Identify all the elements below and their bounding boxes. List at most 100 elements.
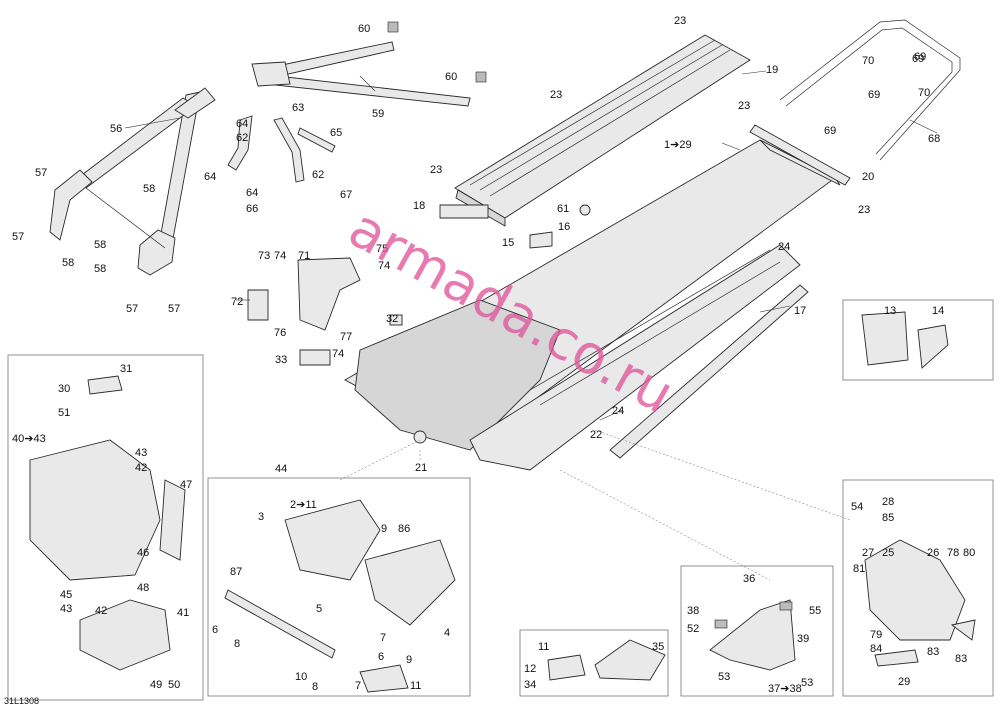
callout-label: 75 (376, 243, 388, 255)
callout-label: 21 (415, 462, 427, 474)
callout-label: 59 (372, 108, 384, 120)
callout-label: 84 (870, 643, 882, 655)
callout-label: 68 (928, 133, 940, 145)
callout-label: 15 (502, 237, 514, 249)
callout-label: 25 (882, 547, 894, 559)
callout-label: 7 (355, 680, 361, 692)
callout-label: 3 (258, 511, 264, 523)
callout-label: 43 (135, 447, 147, 459)
callout-label: 35 (652, 641, 664, 653)
callout-label: 64 (204, 171, 216, 183)
callout-label: 52 (687, 623, 699, 635)
callout-label: 29 (898, 676, 910, 688)
callout-label: 62 (236, 132, 248, 144)
callout-label: 23 (858, 204, 870, 216)
callout-label: 70 (862, 55, 874, 67)
callout-label: 58 (94, 239, 106, 251)
callout-label: 9 (406, 654, 412, 666)
callout-label: 69 (824, 125, 836, 137)
callout-label: 7 (380, 632, 386, 644)
callout-label: 19 (766, 64, 778, 76)
callout-label: 38 (687, 605, 699, 617)
callout-label: 46 (137, 547, 149, 559)
callout-label: 10 (295, 671, 307, 683)
callout-label: 40➔43 (12, 433, 46, 445)
callout-label: 14 (932, 305, 944, 317)
callout-label: 60 (358, 23, 370, 35)
callout-label: 57 (35, 167, 47, 179)
callout-label: 30 (58, 383, 70, 395)
callout-label: 55 (809, 605, 821, 617)
callout-label: 31 (120, 363, 132, 375)
callout-label: 66 (246, 203, 258, 215)
callout-label: 36 (743, 573, 755, 585)
callout-label: 45 (60, 589, 72, 601)
panel-steering-bracket-parts (864, 539, 976, 667)
callout-label: 49 (150, 679, 162, 691)
callout-label: 8 (312, 681, 318, 693)
callout-label: 4 (444, 627, 450, 639)
callout-label: 23 (430, 164, 442, 176)
callout-label: 80 (963, 547, 975, 559)
callout-label: 58 (143, 183, 155, 195)
callout-label: 64 (246, 187, 258, 199)
callout-label: 6 (212, 624, 218, 636)
callout-label: 57 (126, 303, 138, 315)
callout-label: 83 (927, 646, 939, 658)
callout-label: 2➔11 (290, 499, 317, 511)
callout-label: 65 (330, 127, 342, 139)
callout-label: 17 (794, 305, 806, 317)
callout-label: 6 (378, 651, 384, 663)
callout-label: 77 (340, 331, 352, 343)
callout-label: 87 (230, 566, 242, 578)
callout-label: 64 (236, 118, 248, 130)
callout-label: 69 (914, 51, 926, 63)
leader-lines (124, 70, 938, 581)
callout-label: 69 (868, 89, 880, 101)
callout-label: 76 (274, 327, 286, 339)
panel-skid-plate-parts (547, 639, 666, 681)
tie-bar-59 (251, 21, 487, 107)
callout-label: 32 (386, 313, 398, 325)
callout-label: 42 (95, 605, 107, 617)
callout-label: 23 (674, 15, 686, 27)
callout-label: 13 (884, 305, 896, 317)
callout-label: 5 (316, 603, 322, 615)
callout-label: 79 (870, 629, 882, 641)
callout-label: 1➔29 (664, 139, 692, 151)
braces-62 (227, 115, 336, 183)
callout-label: 86 (398, 523, 410, 535)
callout-label: 51 (58, 407, 70, 419)
callout-label: 16 (558, 221, 570, 233)
callout-label: 12 (524, 663, 536, 675)
callout-label: 63 (292, 102, 304, 114)
callout-label: 47 (180, 479, 192, 491)
callout-label: 9 (381, 523, 387, 535)
callout-label: 85 (882, 512, 894, 524)
callout-label: 78 (947, 547, 959, 559)
callout-label: 20 (862, 171, 874, 183)
callout-label: 53 (718, 671, 730, 683)
callout-label: 34 (524, 679, 536, 691)
callout-label: 61 (557, 203, 569, 215)
callout-label: 74 (378, 260, 390, 272)
callout-label: 73 (258, 250, 270, 262)
callout-label: 58 (62, 257, 74, 269)
callout-label: 28 (882, 496, 894, 508)
panel-rear-mount-parts (709, 599, 796, 671)
callout-label: 54 (851, 501, 863, 513)
callout-label: 53 (801, 677, 813, 689)
callout-label: 69 (912, 53, 924, 65)
callout-label: 70 (918, 87, 930, 99)
callout-label: 67 (340, 189, 352, 201)
callout-label: 72 (231, 296, 243, 308)
callout-label: 74 (274, 250, 286, 262)
callout-label: 23 (738, 100, 750, 112)
diagram-code: 31L1308 (4, 696, 39, 706)
rear-bumper-68 (779, 19, 961, 161)
callout-label: 23 (550, 89, 562, 101)
callout-label: 22 (590, 429, 602, 441)
callout-label: 11 (410, 680, 421, 692)
